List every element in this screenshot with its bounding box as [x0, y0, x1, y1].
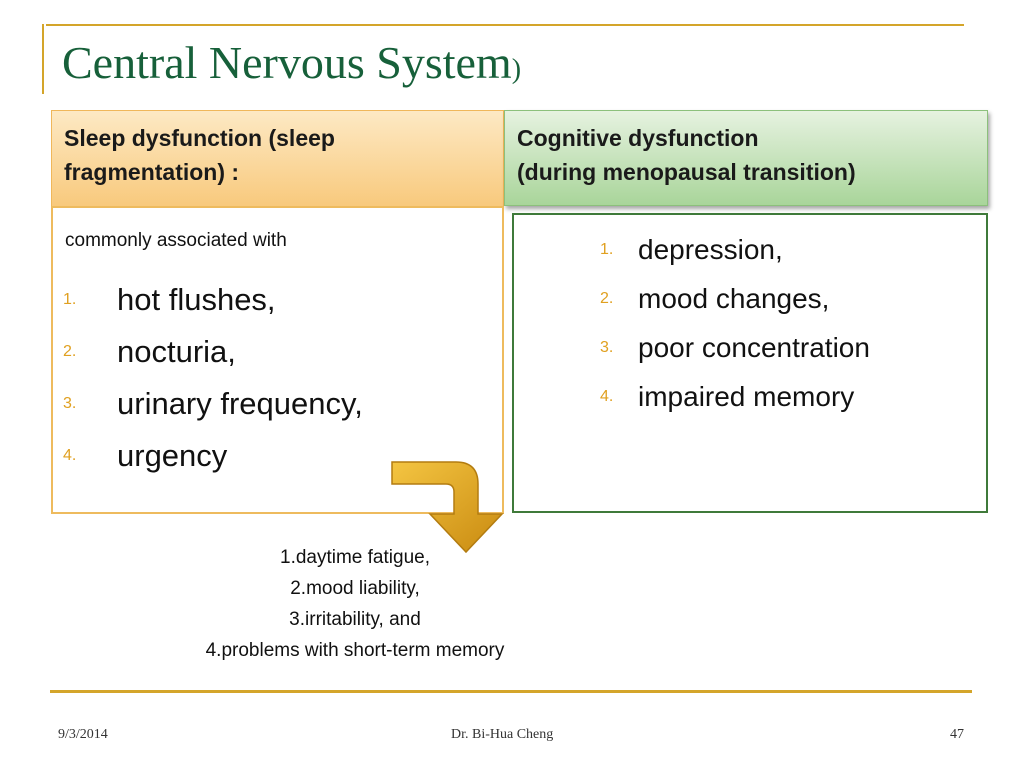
cognitive-dysfunction-header: Cognitive dysfunction (during menopausal… [504, 110, 988, 206]
list-item: 1. depression, [600, 225, 870, 274]
list-item: 1. hot flushes, [53, 274, 363, 326]
list-item-text: nocturia, [117, 334, 236, 369]
sleep-intro-text: commonly associated with [65, 230, 287, 251]
list-item: 4. impaired memory [600, 372, 870, 421]
footer-divider [50, 690, 972, 693]
outcome-item: 1.daytime fatigue, [280, 547, 430, 568]
bent-arrow-icon [391, 461, 504, 554]
outcomes-list: 1.daytime fatigue, 2.mood liability, 3.i… [130, 542, 580, 666]
outcome-item: 2.mood liability, [290, 578, 420, 599]
list-number: 1. [600, 241, 614, 258]
list-number: 2. [63, 343, 77, 360]
top-frame-line [46, 24, 964, 26]
cognitive-dysfunction-box: 1. depression, 2. mood changes, 3. poor con… [512, 213, 988, 513]
footer-author: Dr. Bi-Hua Cheng [451, 727, 554, 742]
list-number: 4. [63, 447, 77, 464]
list-item-text: mood changes, [638, 283, 830, 314]
list-item: 3. urinary frequency, [53, 378, 363, 430]
sleep-dysfunction-header: Sleep dysfunction (sleep fragmentation) … [51, 110, 504, 208]
list-number: 4. [600, 388, 614, 405]
list-item-text: poor concentration [638, 332, 870, 363]
sleep-header-line-1: Sleep dysfunction (sleep [64, 125, 335, 151]
outcome-item: 3.irritability, and [289, 609, 421, 630]
list-item-text: urinary frequency, [117, 386, 363, 421]
list-item: 2. mood changes, [600, 274, 870, 323]
sleep-symptom-list: 1. hot flushes, 2. nocturia, 3. urinary fre… [53, 274, 363, 482]
list-item: 4. urgency [53, 430, 363, 482]
list-item-text: hot flushes, [117, 282, 276, 317]
slide-title-paren: ) [511, 54, 522, 85]
list-item-text: impaired memory [638, 381, 855, 412]
outcome-item: 4.problems with short-term memory [205, 640, 505, 661]
list-item: 3. poor concentration [600, 323, 870, 372]
footer-page-number: 47 [950, 727, 964, 742]
list-item-text: urgency [117, 438, 228, 473]
sleep-dysfunction-box: commonly associated with 1. hot flushes, … [51, 206, 504, 514]
list-item: 2. nocturia, [53, 326, 363, 378]
slide-title: Central Nervous System) [62, 36, 521, 89]
cognitive-symptom-list: 1. depression, 2. mood changes, 3. poor con… [600, 225, 870, 421]
list-number: 2. [600, 290, 614, 307]
cognitive-header-line-2: (during menopausal transition) [517, 159, 856, 185]
cognitive-header-line-1: Cognitive dysfunction [517, 125, 759, 151]
slide-title-text: Central Nervous System [62, 37, 512, 88]
left-frame-line [42, 24, 44, 94]
list-item-text: depression, [638, 234, 783, 265]
list-number: 3. [600, 339, 614, 356]
list-number: 1. [63, 291, 77, 308]
footer-date: 9/3/2014 [58, 727, 108, 742]
sleep-header-line-2: fragmentation) : [64, 159, 240, 185]
list-number: 3. [63, 395, 77, 412]
